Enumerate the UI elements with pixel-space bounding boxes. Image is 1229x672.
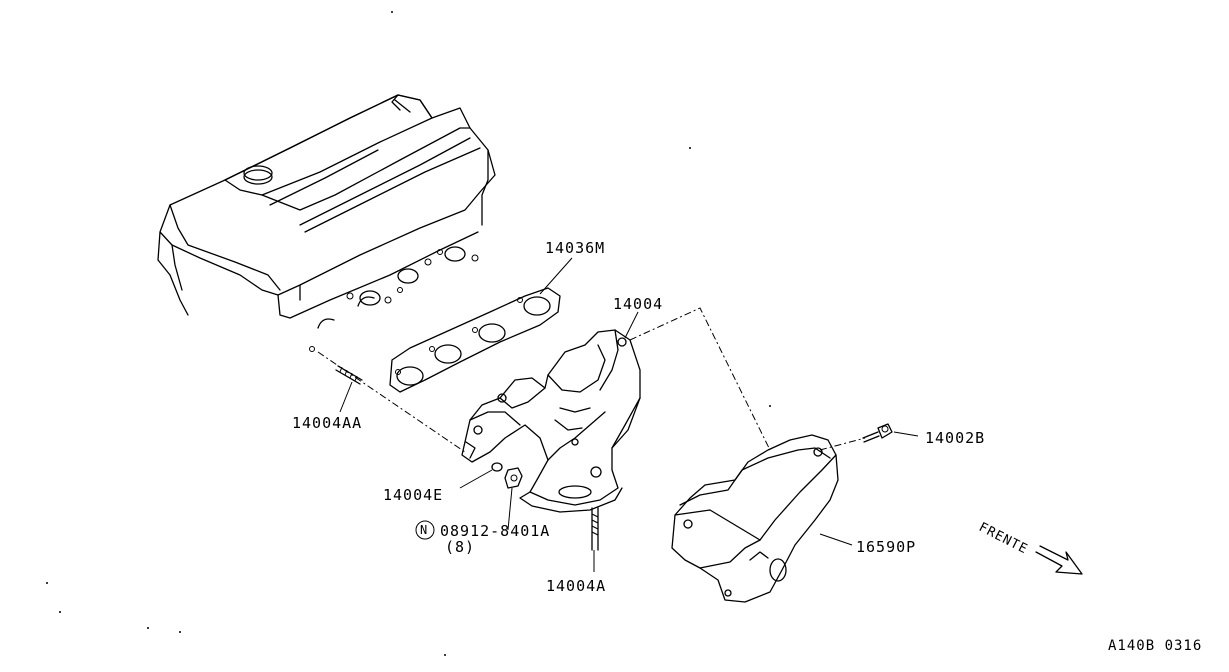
washer-and-nut-illustration <box>491 462 523 489</box>
stud-14004A-illustration <box>591 507 599 551</box>
stray-marks <box>46 11 771 656</box>
leader-lines <box>339 257 919 572</box>
label-08912-8401A: 08912-8401A <box>440 522 551 540</box>
heat-shield-illustration <box>671 434 839 603</box>
figure-code: A140B 0316 <box>1108 638 1203 654</box>
exhaust-manifold-illustration <box>461 329 641 513</box>
label-16590P: 16590P <box>856 538 917 556</box>
label-14004AA: 14004AA <box>292 414 363 432</box>
label-14036M: 14036M <box>545 239 606 257</box>
label-14004: 14004 <box>613 295 664 313</box>
alignment-lines <box>317 307 866 453</box>
nut-symbol-letter: N <box>420 523 429 537</box>
stud-14004AA-illustration <box>309 346 363 385</box>
label-nut-quantity: (8) <box>445 538 476 556</box>
label-14002B: 14002B <box>925 429 986 447</box>
nut-symbol-circle <box>415 520 435 540</box>
manifold-gasket-illustration <box>389 287 561 393</box>
front-direction-arrow <box>1035 545 1083 575</box>
label-14004E: 14004E <box>383 486 444 504</box>
bolt-14002B-illustration <box>862 423 893 443</box>
cylinder-head-illustration <box>157 94 496 329</box>
label-14004A: 14004A <box>546 577 607 595</box>
